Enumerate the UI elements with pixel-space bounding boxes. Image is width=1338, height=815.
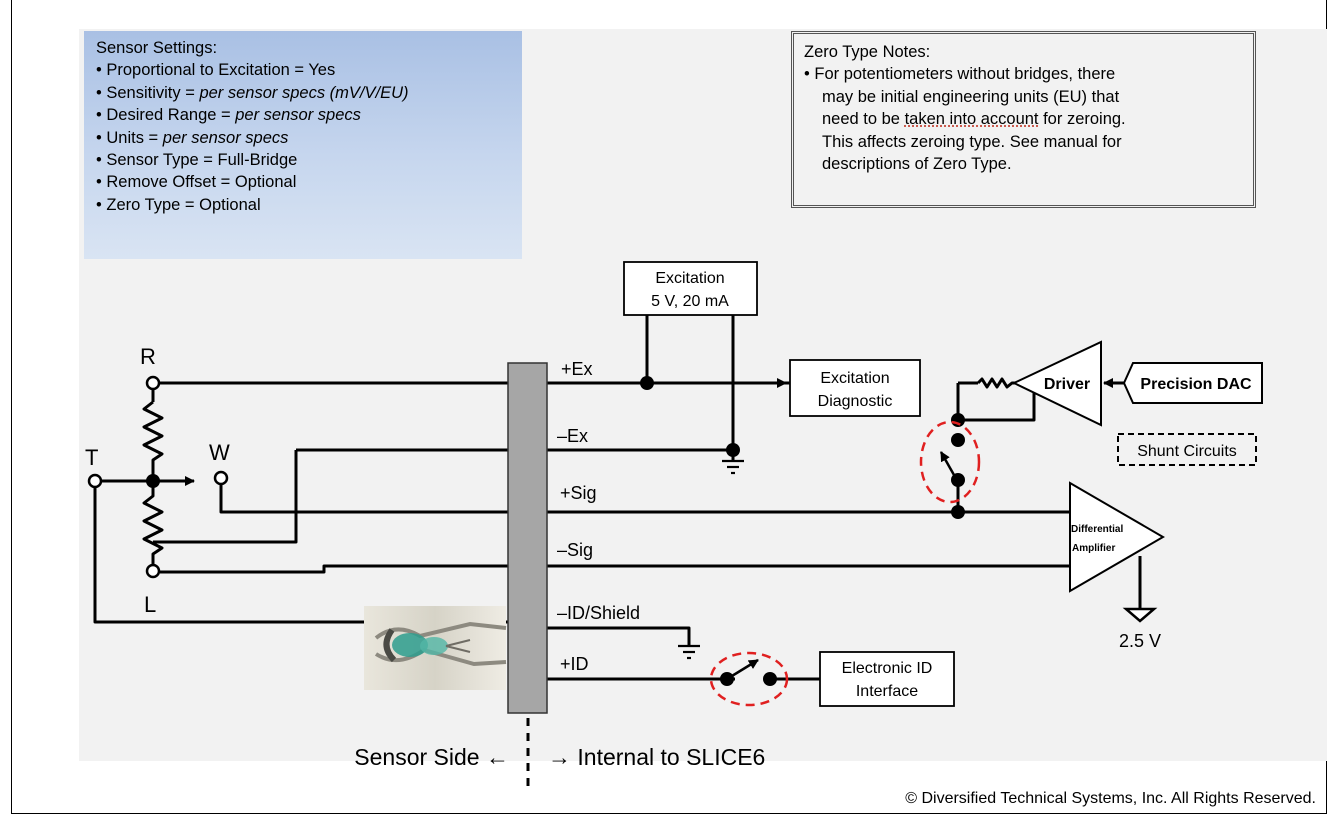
settings-item-value: Full-Bridge	[217, 151, 298, 170]
terminal-r	[145, 375, 161, 391]
signal-sig-neg: –Sig	[557, 540, 593, 560]
settings-item-label: • Zero Type =	[96, 195, 200, 214]
settings-item: • Desired Range = per sensor specs	[96, 104, 522, 126]
differential-amplifier	[1069, 481, 1165, 593]
eid-label-2: Interface	[856, 683, 918, 700]
ground-shield-symbol	[678, 644, 700, 660]
notes-line: • For potentiometers without bridges, th…	[804, 65, 1116, 84]
shunt-switch-highlight	[919, 420, 981, 504]
amp-label-1: Differential	[1071, 524, 1123, 535]
notes-text: need to be	[822, 110, 905, 129]
excitation-diagnostic-block	[789, 359, 921, 417]
signal-id-shield: –ID/Shield	[557, 603, 640, 623]
settings-item: • Remove Offset = Optional	[96, 171, 522, 193]
shunt-circuits-block	[1117, 433, 1257, 466]
junction-dot	[726, 443, 740, 457]
sensor-side-label: Sensor Side ←	[354, 744, 509, 770]
junction-dot	[951, 505, 965, 519]
settings-item-value: Optional	[199, 195, 261, 214]
id-switch-highlight	[709, 651, 789, 707]
wire-id-shield	[547, 626, 691, 646]
signal-ex-neg: –Ex	[557, 426, 588, 446]
wire-driver-feedback	[958, 392, 1036, 422]
settings-item-label: • Sensitivity =	[96, 83, 200, 102]
shunt-switch-arm	[939, 451, 956, 476]
signal-id-pos: +ID	[560, 654, 589, 674]
terminal-l	[145, 563, 161, 579]
settings-item: • Sensitivity = per sensor specs (mV/V/E…	[96, 82, 522, 104]
pot-label-r: R	[140, 344, 156, 369]
settings-item-label: • Remove Offset =	[96, 173, 235, 192]
notes-line: descriptions of Zero Type.	[822, 155, 1012, 174]
pot-label-t: T	[85, 445, 98, 470]
driver-amplifier	[1011, 340, 1102, 427]
driver-label: Driver	[1044, 376, 1090, 393]
settings-item: • Zero Type = Optional	[96, 194, 522, 216]
settings-item: • Proportional to Excitation = Yes	[96, 59, 522, 81]
wire-l	[160, 564, 1070, 574]
terminal-t	[87, 473, 103, 489]
ground-ref-label: 2.5 V	[1119, 631, 1161, 651]
terminal-w	[213, 470, 229, 486]
zero-type-notes-box: Zero Type Notes: • For potentiometers wi…	[791, 31, 1256, 208]
settings-item-value: per sensor specs (mV/V/EU)	[199, 83, 409, 102]
notes-spellcheck-text: taken into account	[904, 110, 1039, 129]
notes-text: for zeroing.	[1038, 110, 1126, 129]
notes-title: Zero Type Notes:	[804, 43, 931, 61]
settings-item: • Sensor Type = Full-Bridge	[96, 149, 522, 171]
junction-dot	[951, 433, 965, 447]
wire-w	[219, 485, 1070, 514]
excitation-source-block	[623, 261, 758, 316]
notes-line: may be initial engineering units (EU) th…	[822, 87, 1120, 106]
excitation-label-2: 5 V, 20 mA	[651, 293, 729, 310]
shunt-label: Shunt Circuits	[1137, 443, 1237, 460]
internal-side-label: → Internal to SLICE6	[548, 744, 765, 770]
settings-item-label: • Proportional to Excitation =	[96, 61, 309, 80]
pot-resistor-upper	[142, 400, 164, 482]
eid-label-1: Electronic ID	[842, 660, 933, 677]
settings-item: • Units = per sensor specs	[96, 127, 522, 149]
precision-dac-block	[1122, 362, 1263, 404]
wire-driver-resistor	[976, 377, 1023, 389]
signal-sig-pos: +Sig	[560, 483, 597, 503]
pot-label-w: W	[209, 440, 230, 465]
pot-label-l: L	[144, 592, 156, 617]
settings-item-value: Yes	[308, 61, 336, 80]
notes-line: need to be taken into account for zeroin…	[804, 108, 1253, 130]
connector-block	[507, 362, 548, 714]
ground-ex-symbol	[722, 459, 744, 475]
junction-dot	[951, 473, 965, 487]
settings-item-value: per sensor specs	[162, 128, 289, 147]
dac-label: Precision DAC	[1140, 376, 1252, 393]
settings-item-value: Optional	[234, 173, 297, 192]
pot-resistor-lower	[142, 482, 164, 565]
settings-list: • Proportional to Excitation = Yes• Sens…	[96, 59, 522, 216]
notes-line: This affects zeroing type. See manual fo…	[822, 132, 1122, 151]
junction-dot	[640, 376, 654, 390]
settings-item-value: per sensor specs	[235, 106, 361, 125]
junction-dot	[146, 474, 160, 488]
wire-ex-neg-loop	[153, 450, 298, 544]
excitation-label-1: Excitation	[655, 270, 724, 287]
signal-ex-pos: +Ex	[561, 359, 593, 379]
settings-item-label: • Sensor Type =	[96, 151, 218, 170]
settings-item-label: • Desired Range =	[96, 106, 236, 125]
electronic-id-interface-block	[819, 651, 955, 707]
id-switch-arm	[726, 658, 759, 681]
settings-item-label: • Units =	[96, 128, 163, 147]
junction-dot	[763, 672, 777, 686]
ground-ref-symbol	[1122, 607, 1158, 623]
probe-image	[364, 606, 507, 690]
amp-label-2: Amplifier	[1072, 543, 1115, 554]
diagnostic-label-2: Diagnostic	[818, 393, 893, 410]
copyright-notice: © Diversified Technical Systems, Inc. Al…	[905, 790, 1316, 807]
diagnostic-label-1: Excitation	[820, 370, 889, 387]
sensor-settings-box: Sensor Settings: • Proportional to Excit…	[84, 31, 522, 259]
settings-title: Sensor Settings:	[96, 39, 218, 57]
